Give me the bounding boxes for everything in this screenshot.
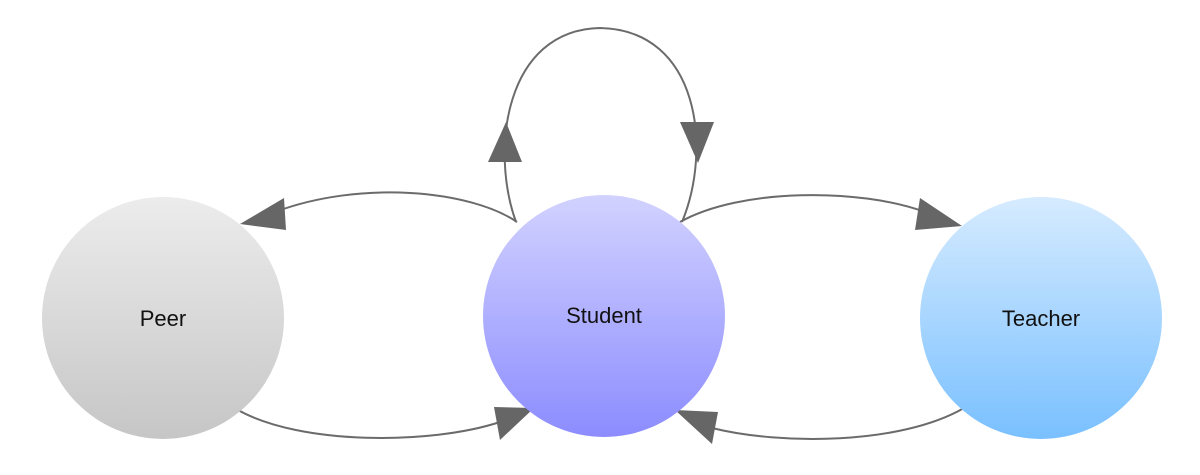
arrowhead <box>488 122 522 162</box>
edge-student-to-teacher <box>679 194 962 230</box>
node-teacher: Teacher <box>920 197 1162 439</box>
node-circle <box>920 197 1162 439</box>
arrowhead <box>494 407 534 440</box>
edge-line <box>503 26 698 223</box>
node-peer: Peer <box>42 197 284 439</box>
edge-line <box>711 407 965 440</box>
edge-teacher-to-student <box>675 407 965 444</box>
edge-student-to-peer <box>240 191 518 230</box>
edge-line <box>679 194 926 223</box>
node-circle <box>42 197 284 439</box>
node-circle <box>483 195 725 437</box>
arrowhead <box>915 198 962 230</box>
arrowhead <box>675 410 718 444</box>
node-label-student: Student <box>566 303 642 328</box>
edge-peer-to-student <box>237 407 534 440</box>
arrowhead <box>680 122 714 163</box>
edge-line <box>237 409 501 439</box>
node-student: Student <box>483 195 725 437</box>
edge-student-self-loop <box>488 26 714 223</box>
node-label-teacher: Teacher <box>1002 306 1080 331</box>
arrowhead <box>240 198 286 230</box>
edge-line <box>274 191 518 223</box>
node-label-peer: Peer <box>140 306 186 331</box>
